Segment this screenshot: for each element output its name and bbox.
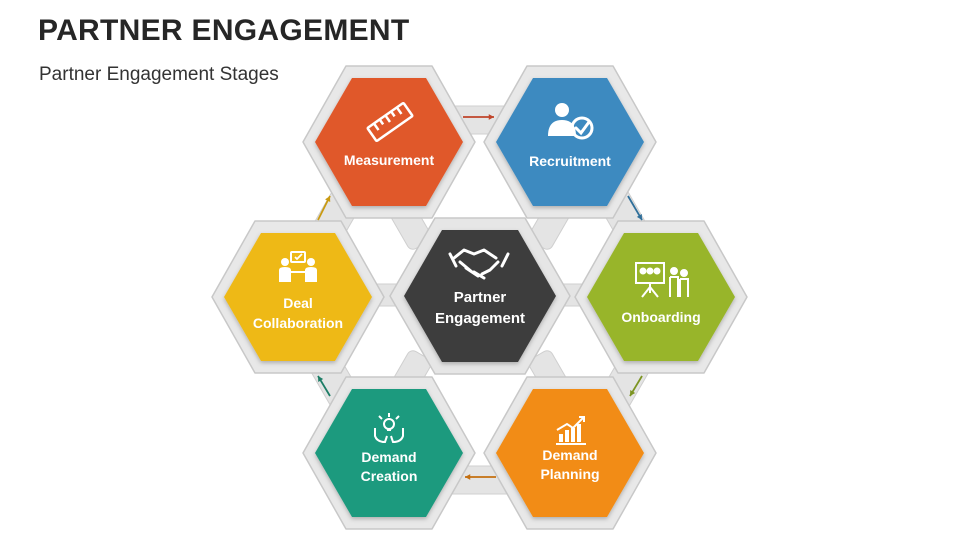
flow-arrow bbox=[317, 195, 331, 221]
presentation-icon bbox=[635, 262, 689, 298]
stage-measurement: Measurement bbox=[315, 78, 463, 206]
demand-planning-label-line2: Planning bbox=[540, 466, 599, 482]
stage-onboarding: Onboarding bbox=[587, 233, 735, 361]
center-label-line1: Partner bbox=[454, 289, 507, 306]
measurement-label: Measurement bbox=[344, 152, 435, 168]
center-label-line2: Engagement bbox=[435, 310, 525, 327]
page-title: PARTNER ENGAGEMENT bbox=[38, 14, 410, 47]
handshake-icon bbox=[448, 248, 510, 280]
center-hexagon bbox=[404, 230, 556, 362]
deal-collaboration-hexagon bbox=[224, 233, 372, 361]
flow-arrow bbox=[317, 375, 331, 397]
demand-planning-hexagon bbox=[496, 389, 644, 517]
bar-chart-icon bbox=[556, 416, 586, 445]
flow-arrow bbox=[627, 195, 643, 221]
user-check-icon bbox=[548, 103, 594, 140]
demand-planning-label-line1: Demand bbox=[542, 447, 597, 463]
stage-demand-planning: Demand Planning bbox=[496, 389, 644, 517]
recruitment-label: Recruitment bbox=[529, 153, 611, 169]
flow-arrow bbox=[629, 375, 643, 397]
onboarding-hexagon bbox=[587, 233, 735, 361]
flow-arrows bbox=[317, 114, 643, 480]
stage-recruitment: Recruitment bbox=[496, 78, 644, 206]
flow-arrow bbox=[465, 474, 496, 480]
demand-creation-label-line2: Creation bbox=[361, 468, 418, 484]
onboarding-label: Onboarding bbox=[621, 309, 700, 325]
demand-creation-hexagon bbox=[315, 389, 463, 517]
ruler-icon bbox=[366, 101, 414, 143]
measurement-hexagon bbox=[315, 78, 463, 206]
center-node: Partner Engagement bbox=[389, 217, 571, 375]
stage-demand-creation: Demand Creation bbox=[315, 389, 463, 517]
recruitment-hexagon bbox=[496, 78, 644, 206]
page-subtitle: Partner Engagement Stages bbox=[39, 64, 279, 85]
flow-arrow bbox=[463, 114, 494, 120]
deal-collaboration-label-line1: Deal bbox=[283, 295, 313, 311]
collaboration-icon bbox=[279, 251, 317, 282]
demand-creation-label-line1: Demand bbox=[361, 449, 416, 465]
deal-collaboration-label-line2: Collaboration bbox=[253, 315, 343, 331]
idea-hands-icon bbox=[374, 413, 404, 444]
stage-deal-collaboration: Deal Collaboration bbox=[224, 233, 372, 361]
